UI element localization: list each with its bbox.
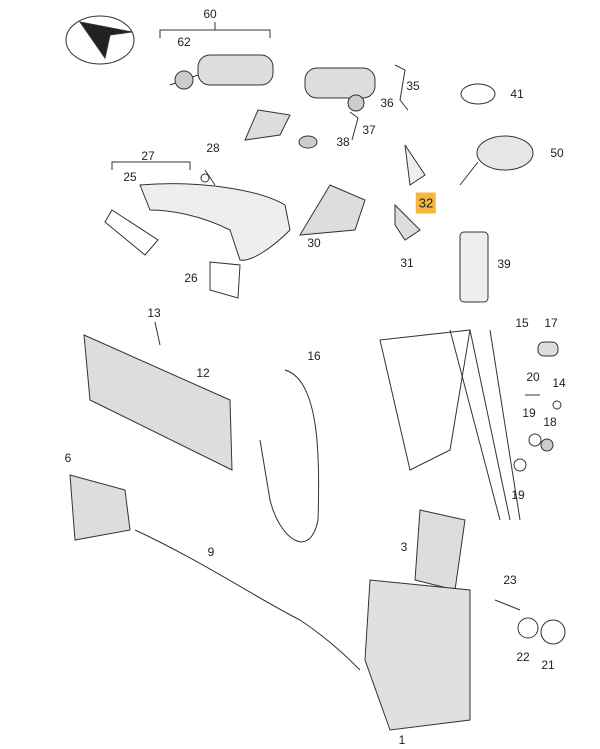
part-label: 19	[522, 406, 536, 420]
door-handle-part	[139, 183, 291, 261]
part-label: 38	[336, 135, 350, 149]
door-lock-part	[364, 579, 471, 731]
part-label: 16	[307, 349, 321, 363]
part-label: 30	[307, 236, 321, 250]
part-label: 9	[207, 545, 215, 559]
part-label: 15	[515, 316, 529, 330]
part-label: 20	[526, 370, 540, 384]
highlighted-part-label[interactable]: 32	[415, 192, 437, 214]
key-fob-part	[169, 54, 274, 86]
part-label: 18	[543, 415, 557, 429]
part-label: 3	[400, 540, 408, 554]
part-label: 37	[362, 123, 376, 137]
part-label: 36	[380, 96, 394, 110]
part-label: 26	[184, 271, 198, 285]
part-label: 60	[203, 7, 217, 21]
part-label: 6	[64, 451, 72, 465]
part-label: 62	[177, 35, 191, 49]
key-part	[459, 135, 534, 186]
part-label: 12	[196, 366, 210, 380]
part-label: 21	[541, 658, 555, 672]
part-label: 14	[552, 376, 566, 390]
part-label: 39	[497, 257, 511, 271]
part-label: 27	[141, 149, 155, 163]
part-label: 25	[123, 170, 137, 184]
part-label: 19	[511, 488, 525, 502]
part-label: 17	[544, 316, 558, 330]
part-label: 1	[398, 733, 406, 747]
part-label: 13	[147, 306, 161, 320]
part-label: 41	[510, 87, 524, 101]
part-label: 31	[400, 256, 414, 270]
part-label: 50	[550, 146, 564, 160]
part-label: 23	[503, 573, 517, 587]
part-label: 22	[516, 650, 530, 664]
logo-icon	[65, 15, 135, 65]
part-label: 28	[206, 141, 220, 155]
part-label: 35	[406, 79, 420, 93]
